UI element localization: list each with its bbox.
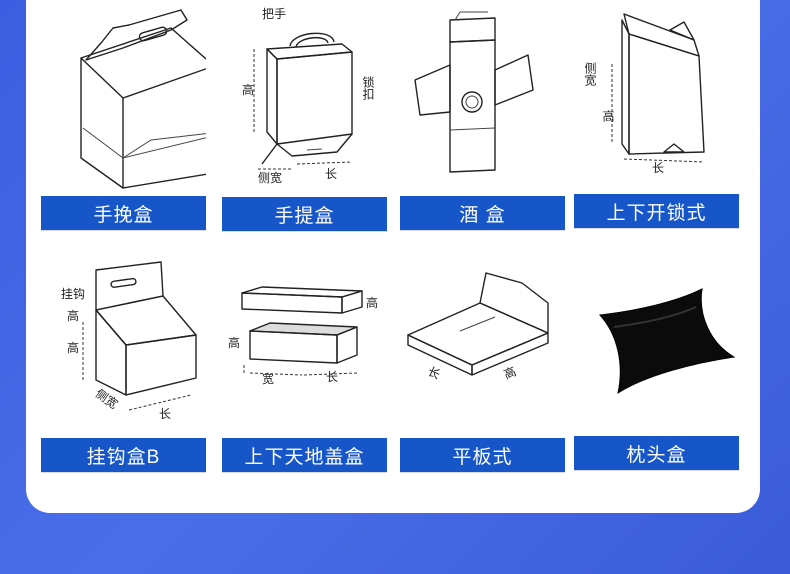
box-label: 上下开锁式 — [574, 194, 739, 228]
lid-base-box-icon: 高 高 宽 长 — [228, 286, 378, 386]
dim-label: 高 — [67, 340, 79, 355]
dim-label: 高 — [366, 295, 378, 310]
handle-box-icon — [80, 9, 206, 189]
dim-label: 长 — [159, 407, 171, 421]
box-label: 平板式 — [400, 438, 565, 472]
dim-label: 高 — [501, 363, 518, 381]
dim-label: 高 — [228, 335, 240, 350]
dim-label: 宽 — [262, 371, 274, 386]
dim-label: 侧宽 — [93, 386, 121, 412]
dim-label: 长 — [426, 364, 443, 382]
dim-label: 长 — [652, 161, 664, 175]
dim-label: 长 — [325, 167, 337, 181]
dim-label: 侧宽 — [258, 170, 282, 185]
wine-box-icon — [414, 11, 534, 173]
dim-label: 侧宽 — [583, 62, 597, 87]
flat-box-icon: 长 高 — [407, 272, 549, 382]
carry-box-icon: 把手 高 锁扣 侧宽 长 — [242, 7, 375, 185]
dim-label: 高 — [242, 82, 254, 97]
dim-label: 锁扣 — [361, 75, 375, 101]
dim-label: 挂钩 — [61, 287, 85, 301]
tuck-lock-box-icon: 侧宽 高 长 — [583, 13, 705, 175]
box-label: 挂钩盒B — [41, 438, 206, 472]
box-label: 酒 盒 — [400, 196, 565, 230]
box-label: 上下天地盖盒 — [222, 438, 387, 472]
box-label: 手挽盒 — [41, 196, 206, 230]
dim-label: 高 — [601, 109, 615, 123]
dim-label: 高 — [67, 308, 79, 323]
hook-box-icon: 挂钩 高 高 侧宽 长 — [61, 261, 197, 421]
pillow-box-icon — [598, 288, 736, 395]
box-label: 枕头盒 — [574, 436, 739, 470]
dim-label: 长 — [326, 370, 338, 384]
dim-label: 把手 — [262, 7, 286, 21]
box-types-card: 手挽盒 把手 高 锁扣 侧宽 长 手提盒 — [26, 0, 760, 513]
box-label: 手提盒 — [222, 197, 387, 231]
